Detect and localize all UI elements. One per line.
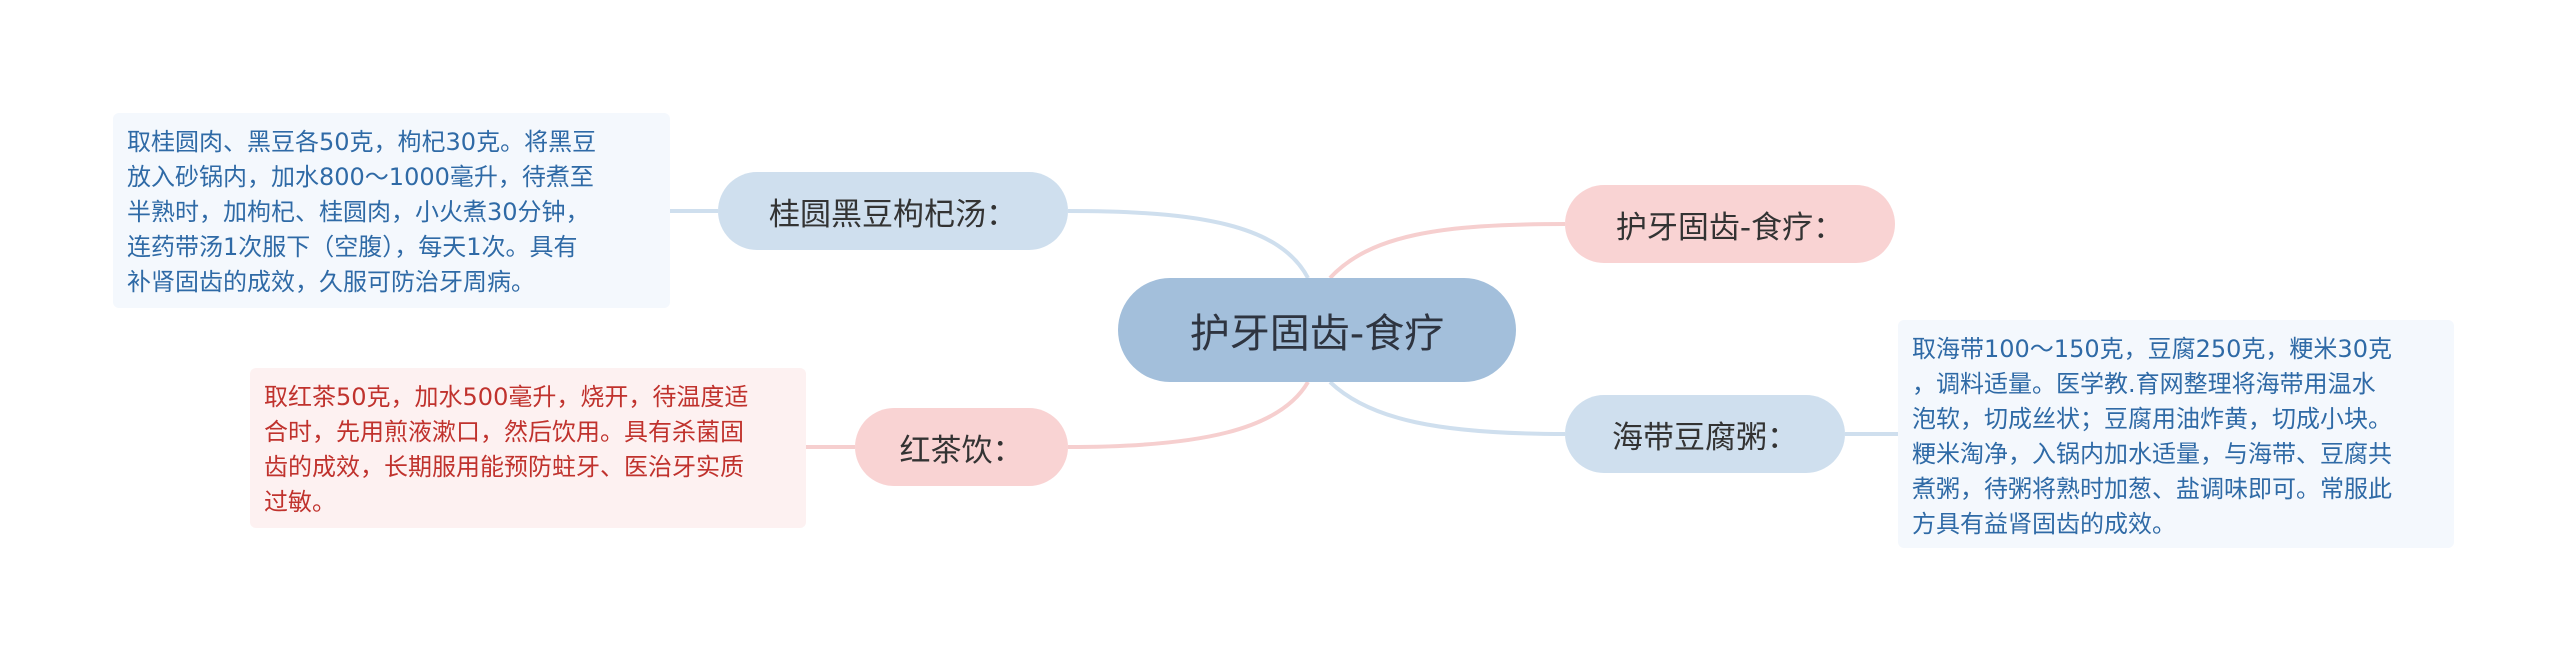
edge-center-hongcha bbox=[1067, 380, 1310, 449]
center-topic[interactable]: 护牙固齿-食疗 bbox=[1118, 278, 1516, 382]
note-guiyuan-soup[interactable]: 取桂圆肉、黑豆各50克，枸杞30克。将黑豆 放入砂锅内，加水800～1000毫升… bbox=[113, 113, 670, 308]
center-topic-label: 护牙固齿-食疗 bbox=[1189, 311, 1445, 357]
note-line: 放入砂锅内，加水800～1000毫升，待煮至 bbox=[127, 163, 594, 192]
note-line: 泡软，切成丝状；豆腐用油炸黄，切成小块。 bbox=[1912, 405, 2392, 434]
note-line: 齿的成效，长期服用能预防蛀牙、医治牙实质 bbox=[264, 453, 744, 482]
note-line: 方具有益肾固齿的成效。 bbox=[1912, 510, 2176, 539]
edge-center-haidai bbox=[1328, 380, 1566, 436]
edge-center-guiyuan bbox=[1067, 209, 1310, 279]
note-kelp-tofu-porridge[interactable]: 取海带100～150克，豆腐250克，粳米30克 ，调料适量。医学教.育网整理将… bbox=[1898, 320, 2454, 548]
branch-guiyuan-soup[interactable]: 桂圆黑豆枸杞汤： bbox=[718, 172, 1068, 250]
note-line: 取桂圆肉、黑豆各50克，枸杞30克。将黑豆 bbox=[127, 128, 597, 156]
branch-label: 红茶饮： bbox=[899, 432, 1024, 469]
note-line: 取海带100～150克，豆腐250克，粳米30克 bbox=[1912, 335, 2392, 363]
note-line: 取红茶50克，加水500毫升，烧开，待温度适 bbox=[264, 383, 749, 411]
branch-kelp-tofu-porridge[interactable]: 海带豆腐粥： bbox=[1565, 395, 1845, 473]
note-line: 煮粥，待粥将熟时加葱、盐调味即可。常服此 bbox=[1912, 475, 2392, 504]
branch-label: 海带豆腐粥： bbox=[1612, 419, 1798, 456]
branch-black-tea[interactable]: 红茶饮： bbox=[855, 408, 1068, 486]
branch-label: 桂圆黑豆枸杞汤： bbox=[769, 196, 1017, 233]
note-line: 过敏。 bbox=[264, 488, 336, 517]
note-black-tea[interactable]: 取红茶50克，加水500毫升，烧开，待温度适 合时，先用煎液漱口，然后饮用。具有… bbox=[250, 368, 806, 528]
note-line: 半熟时，加枸杞、桂圆肉，小火煮30分钟， bbox=[127, 198, 590, 227]
note-line: ，调料适量。医学教.育网整理将海带用温水 bbox=[1912, 370, 2376, 399]
note-line: 粳米淘净，入锅内加水适量，与海带、豆腐共 bbox=[1912, 440, 2392, 469]
edge-center-huya bbox=[1328, 222, 1566, 280]
branch-tooth-care-diet[interactable]: 护牙固齿-食疗： bbox=[1565, 185, 1895, 263]
note-line: 连药带汤1次服下（空腹），每天1次。具有 bbox=[127, 233, 578, 262]
branch-label: 护牙固齿-食疗： bbox=[1615, 209, 1845, 246]
note-line: 补肾固齿的成效，久服可防治牙周病。 bbox=[127, 268, 535, 297]
note-line: 合时，先用煎液漱口，然后饮用。具有杀菌固 bbox=[264, 418, 744, 447]
